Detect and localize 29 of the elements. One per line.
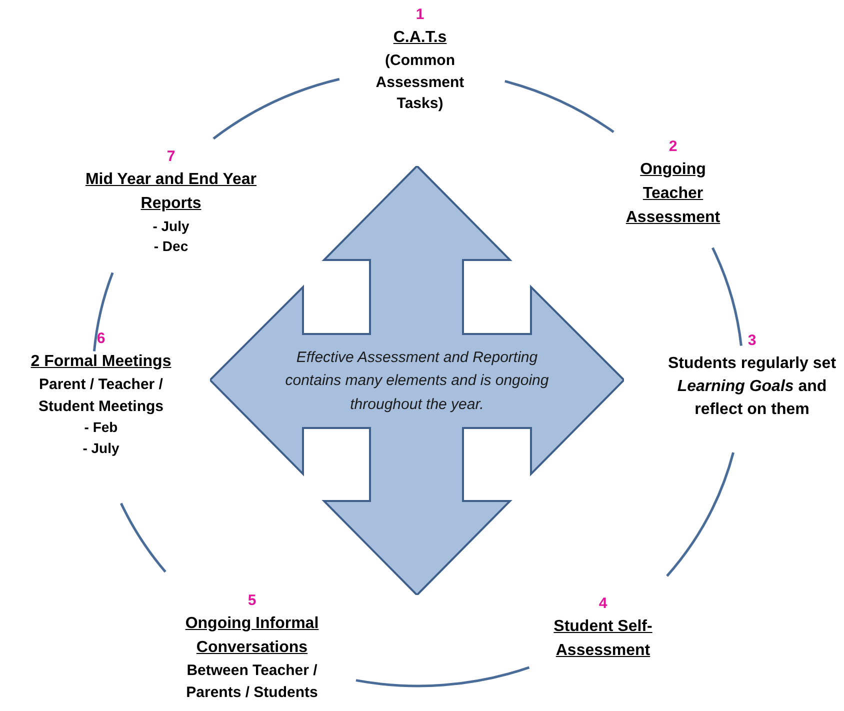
step-number: 4 (598, 594, 608, 614)
step-text: - Feb (84, 418, 118, 438)
step-text: - July (152, 216, 190, 236)
step-number: 2 (668, 137, 678, 157)
step-text: (Common Assessment Tasks) (374, 50, 466, 114)
step-number: 6 (96, 329, 106, 349)
step-text: Students regularly set Learning Goals and reflect on them (667, 354, 837, 420)
circle-arc-connector (356, 666, 530, 688)
circle-arc-connector (92, 272, 114, 352)
step-text: Parent / Teacher / Student Meetings (37, 374, 164, 416)
step-heading: Student Self-Assessment (552, 616, 654, 661)
step-heading: Ongoing Teacher Assessment (624, 160, 722, 228)
circle-arc-connector (666, 452, 734, 577)
step-text: - Dec (154, 237, 188, 256)
step-number: 3 (748, 331, 756, 351)
step-number: 5 (248, 591, 256, 611)
step-heading: 2 Formal Meetings (30, 352, 172, 372)
step-number: 7 (166, 147, 176, 167)
step-heading: Ongoing Informal Conversations (184, 614, 320, 658)
circle-arc-connector (212, 78, 340, 140)
circle-arc-connector (711, 247, 742, 346)
step-number: 1 (416, 5, 424, 25)
step-text: Between Teacher / Parents / Students (185, 660, 319, 702)
circle-arc-connector (504, 80, 614, 134)
step-heading: Mid Year and End Year Reports (84, 170, 258, 214)
circle-arc-connector (120, 502, 166, 573)
step-text: - July (82, 438, 120, 458)
step-heading: C.A.T.s (393, 28, 447, 48)
center-statement: Effective Assessment and Reporting contains many elements and is ongoing throughout the year. (284, 348, 550, 414)
